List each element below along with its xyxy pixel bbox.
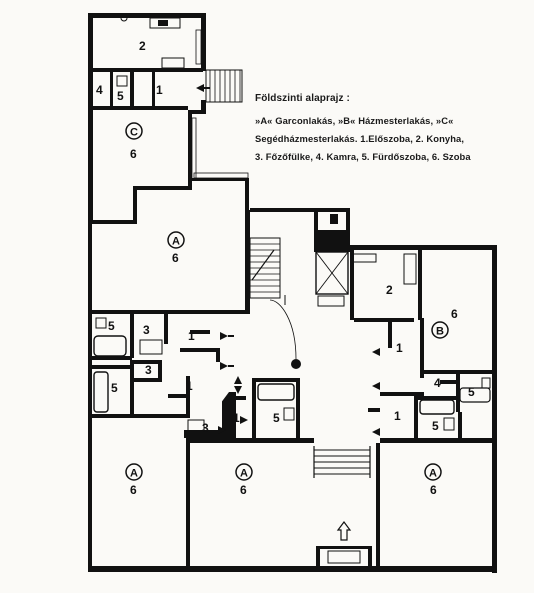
room-labels: 2 4 5 1 6 6 5 3 1 5 3 1 6 3 1 5 6 2 6 1 … <box>96 39 475 497</box>
room-label-b-bath: 5 <box>468 385 475 399</box>
svg-text:A: A <box>172 236 180 248</box>
apartment-marker-a3: A <box>235 463 253 481</box>
entry-arrows <box>218 332 380 436</box>
outer-walls <box>88 13 497 573</box>
room-label-b-hall: 1 <box>396 341 403 355</box>
room-label-a4-hall: 1 <box>394 409 401 423</box>
legend-line-1: »A« Garconlakás, »B« Házmesterlakás, »C« <box>255 115 454 126</box>
room-label-a4-bath: 5 <box>432 419 439 433</box>
room-label-c-bath: 5 <box>117 89 124 103</box>
legend-line-2: Segédházmesterlakás. 1.Előszoba, 2. Kony… <box>255 133 465 144</box>
legend-caption: Földszinti alaprajz : »A« Garconlakás, »… <box>255 93 530 166</box>
room-label-a3-cook: 3 <box>202 421 209 435</box>
interior-walls-a2 <box>92 360 190 418</box>
room-label-c-hall: 1 <box>156 83 163 97</box>
apartment-marker-a4: A <box>424 463 442 481</box>
stairwell <box>249 237 371 541</box>
room-label-a2-cook: 3 <box>145 363 152 377</box>
room-label-a2-bath: 5 <box>111 381 118 395</box>
room-label-c-kitchen: 2 <box>139 39 146 53</box>
room-label-c-pantry: 4 <box>96 83 103 97</box>
apartment-markers: C A B A A A <box>125 122 449 481</box>
room-label-b-room: 6 <box>451 307 458 321</box>
room-label-b-kitchen: 2 <box>386 283 393 297</box>
svg-text:B: B <box>436 326 444 338</box>
room-label-a3-room: 6 <box>240 483 247 497</box>
interior-walls-a4 <box>368 396 492 567</box>
room-label-a4-room: 6 <box>430 483 437 497</box>
svg-text:A: A <box>429 468 437 480</box>
room-label-a3-bath: 5 <box>273 411 280 425</box>
interior-walls-a3 <box>184 378 314 571</box>
apartment-marker-c: C <box>125 122 143 140</box>
room-label-b-pantry: 4 <box>434 376 441 390</box>
room-label-a2-room: 6 <box>130 483 137 497</box>
svg-text:C: C <box>130 127 138 139</box>
room-label-a1-cook: 3 <box>143 323 150 337</box>
legend-line-3: 3. Főzőfülke, 4. Kamra, 5. Fürdőszoba, 6… <box>255 151 471 162</box>
room-label-a1-room: 6 <box>172 251 179 265</box>
legend-title: Földszinti alaprajz : <box>255 93 350 104</box>
apartment-marker-b: B <box>431 321 449 339</box>
room-label-a2-hall: 1 <box>186 379 193 393</box>
apartment-marker-a1: A <box>167 231 185 249</box>
room-label-a3-hall: 1 <box>233 411 240 425</box>
room-label-c-room: 6 <box>130 147 137 161</box>
interior-walls-a1 <box>92 310 250 362</box>
entry-stairs <box>196 69 243 103</box>
room-label-a1-hall: 1 <box>188 329 195 343</box>
apartment-marker-a2: A <box>125 463 143 481</box>
interior-walls-c <box>93 14 203 110</box>
room-label-a1-bath: 5 <box>108 319 115 333</box>
interior-walls-b <box>350 250 492 412</box>
svg-text:A: A <box>130 468 138 480</box>
svg-text:A: A <box>240 468 248 480</box>
